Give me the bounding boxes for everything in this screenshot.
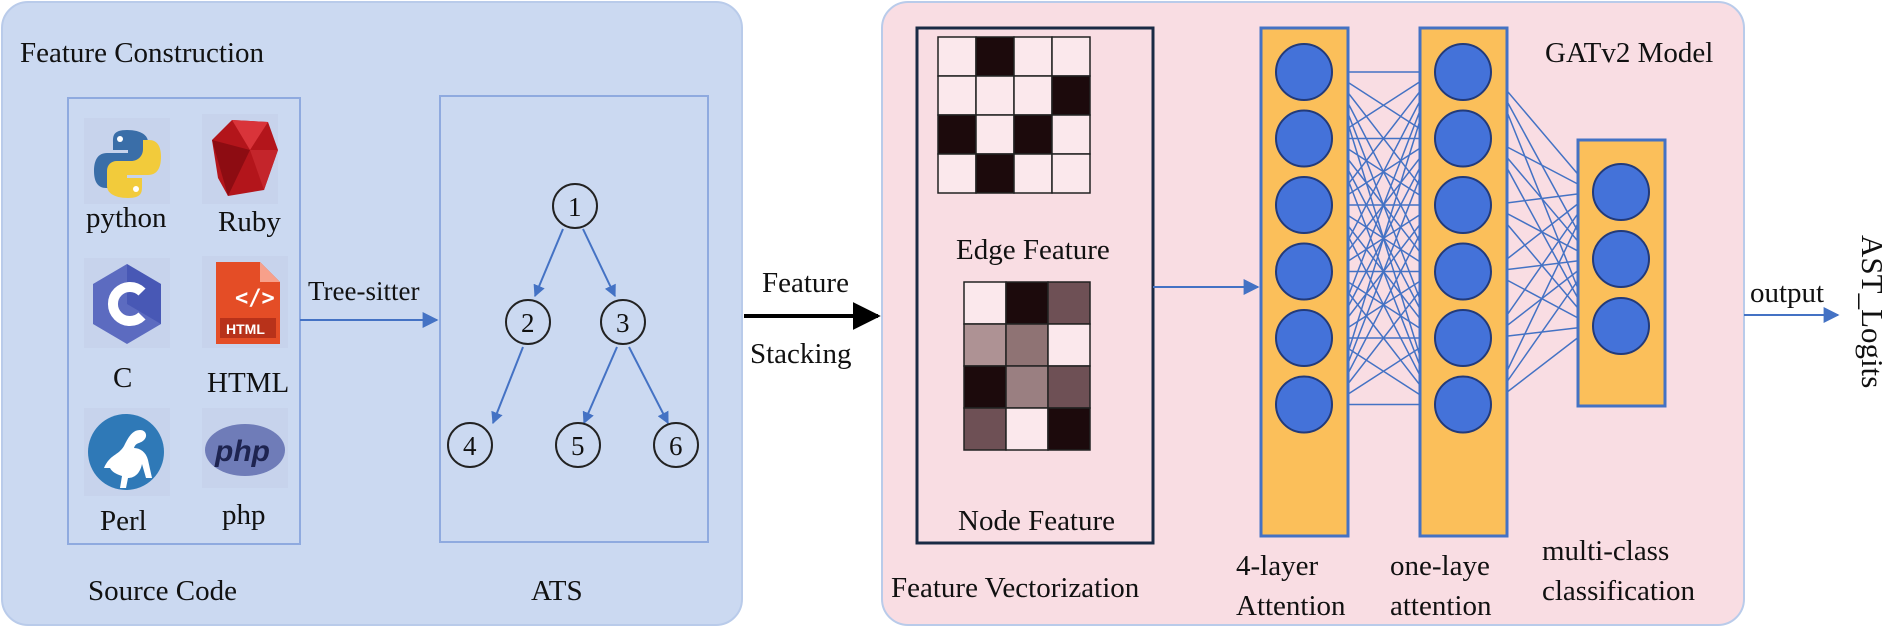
layer1-label-line1: 4-layer: [1236, 550, 1318, 582]
ast-tree-node-5: 5: [555, 422, 601, 468]
ast-tree-node-6: 6: [653, 422, 699, 468]
network-nodes: [1275, 43, 1650, 434]
ast-logits-label: AST_Logits: [1855, 235, 1890, 388]
node-matrix-cell: [1047, 407, 1091, 451]
edge-matrix-cell: [937, 36, 977, 77]
ast-box: [439, 95, 709, 543]
network-neuron: [1275, 176, 1333, 234]
node-matrix-cell: [1047, 281, 1091, 325]
feature-box: [915, 26, 1155, 545]
tree-sitter-label: Tree-sitter: [308, 276, 419, 306]
network-neuron: [1592, 297, 1650, 355]
ast-tree-node-3: 3: [600, 299, 646, 345]
output-label: output: [1750, 277, 1824, 309]
node-matrix-cell: [1005, 365, 1049, 409]
feature-construction-title: Feature Construction: [20, 37, 265, 69]
node-matrix-cell: [1047, 323, 1091, 367]
feature-stacking-label-line1: Feature: [762, 267, 849, 299]
language-label-perl: Perl: [100, 505, 147, 537]
ast-tree-node-4: 4: [447, 422, 493, 468]
network-neuron: [1275, 109, 1333, 168]
edge-matrix-cell: [1013, 153, 1053, 194]
svg-text:2: 2: [521, 308, 535, 338]
perl-camel-icon: [84, 408, 170, 496]
network-neuron: [1592, 163, 1650, 221]
node-feature-label: Node Feature: [958, 505, 1115, 537]
output-connector: output AST_Logits: [1744, 235, 1890, 388]
edge-matrix-cell: [1051, 153, 1091, 194]
edge-matrix-cell: [1051, 75, 1091, 116]
gatv2-model-panel: GATv2 Model Edge Feature Node Feature Fe…: [881, 1, 1745, 626]
edge-feature-matrix: [937, 36, 1091, 194]
network-neuron: [1592, 230, 1650, 288]
ruby-icon: [202, 114, 278, 204]
svg-text:5: 5: [571, 431, 585, 461]
layer2-label-line1: one-laye: [1390, 550, 1490, 582]
ast-label: ATS: [531, 575, 583, 607]
node-matrix-cell: [1047, 365, 1091, 409]
edge-matrix-cell: [1013, 75, 1053, 116]
feature-vectorization-label: Feature Vectorization: [891, 572, 1140, 604]
layer3-label-line2: classification: [1542, 575, 1696, 607]
network-neuron: [1434, 43, 1492, 101]
feature-stacking-connector: Feature Stacking: [744, 267, 881, 370]
php-icon-text: php: [214, 435, 270, 468]
ast-tree-node-1: 1: [552, 183, 598, 229]
edge-matrix-cell: [1051, 114, 1091, 155]
edge-matrix-cell: [975, 75, 1015, 116]
svg-text:6: 6: [669, 431, 683, 461]
node-matrix-cell: [1005, 281, 1049, 325]
edge-matrix-cell: [975, 36, 1015, 77]
node-matrix-cell: [1005, 407, 1049, 451]
node-matrix-cell: [963, 323, 1007, 367]
ast-tree-node-2: 2: [505, 299, 551, 345]
feature-construction-panel: Feature Construction python Ruby: [1, 1, 743, 626]
edge-feature-label: Edge Feature: [956, 234, 1110, 266]
edge-matrix-cell: [975, 114, 1015, 155]
layer2-label-line2: attention: [1390, 590, 1492, 622]
source-code-label: Source Code: [88, 575, 237, 607]
svg-text:3: 3: [616, 308, 630, 338]
network-neuron: [1275, 309, 1333, 367]
svg-text:4: 4: [463, 431, 477, 461]
network-neuron: [1434, 375, 1492, 434]
node-matrix-cell: [963, 365, 1007, 409]
network-neuron: [1434, 242, 1492, 301]
layer3-label-line1: multi-class: [1542, 535, 1669, 567]
html-file-icon: </> HTML: [202, 256, 288, 348]
network-neuron: [1434, 109, 1492, 168]
language-label-python: python: [86, 202, 167, 234]
network-neuron: [1275, 375, 1333, 434]
language-label-ruby: Ruby: [218, 206, 281, 238]
layer1-label-line2: Attention: [1236, 590, 1346, 622]
edge-matrix-cell: [1051, 36, 1091, 77]
language-label-php: php: [222, 499, 266, 531]
feature-stacking-label-line2: Stacking: [750, 338, 852, 370]
python-icon: [84, 118, 170, 204]
c-icon: [84, 258, 170, 348]
network-neuron: [1275, 43, 1333, 101]
network-neuron: [1434, 309, 1492, 367]
edge-matrix-cell: [937, 153, 977, 194]
language-label-html: HTML: [207, 367, 289, 399]
edge-matrix-cell: [937, 75, 977, 116]
language-label-c: C: [113, 362, 132, 394]
edge-matrix-cell: [1013, 36, 1053, 77]
php-icon: php: [202, 408, 288, 488]
edge-matrix-cell: [1013, 114, 1053, 155]
network-neuron: [1434, 176, 1492, 234]
gatv2-model-title: GATv2 Model: [1545, 37, 1713, 69]
node-matrix-cell: [963, 407, 1007, 451]
node-matrix-cell: [1005, 323, 1049, 367]
node-matrix-cell: [963, 281, 1007, 325]
svg-text:1: 1: [568, 192, 582, 222]
edge-matrix-cell: [975, 153, 1015, 194]
edge-matrix-cell: [937, 114, 977, 155]
html-icon-text: HTML: [226, 321, 265, 337]
ast-tree-edges: [491, 228, 669, 425]
node-feature-matrix: [963, 281, 1091, 451]
svg-text:</>: </>: [235, 286, 275, 311]
network-neuron: [1275, 242, 1333, 301]
